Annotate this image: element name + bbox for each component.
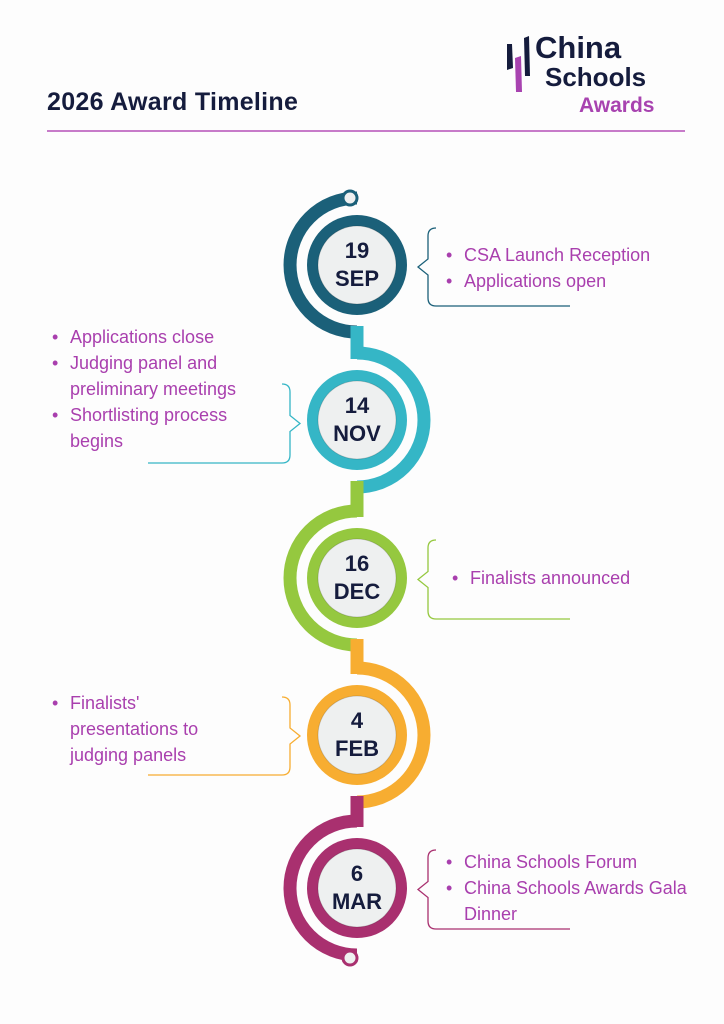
- logo-word-awards: Awards: [579, 94, 655, 117]
- date-day: 16: [344, 551, 370, 576]
- note-item: China Schools Awards Gala Dinner: [444, 875, 694, 927]
- title-divider: [47, 130, 685, 132]
- date-day: 19: [344, 238, 370, 263]
- date-month: SEP: [334, 266, 380, 291]
- notes-bracket: [148, 696, 302, 776]
- timeline-start-dot: [341, 189, 359, 207]
- event-notes: Finalists' presentations to judging pane…: [50, 690, 250, 768]
- date-day: 4: [350, 708, 364, 733]
- date-day: 6: [350, 861, 364, 886]
- notes-bracket: [416, 539, 570, 620]
- china-schools-awards-logo: China Schools Awards: [505, 32, 675, 122]
- date-day: 14: [344, 393, 370, 418]
- logo-word-china: China: [535, 30, 622, 65]
- date-circle: [317, 380, 397, 460]
- event-notes: CSA Launch Reception Applications open: [444, 242, 704, 294]
- note-item: China Schools Forum: [444, 849, 694, 875]
- event-notes: Applications close Judging panel and pre…: [50, 324, 280, 454]
- timeline-arc: [356, 661, 431, 809]
- date-month: MAR: [331, 889, 383, 914]
- date-month: NOV: [333, 421, 381, 446]
- date-circle: [317, 538, 397, 618]
- logo-bars-icon: [507, 36, 530, 92]
- timeline-arc: [283, 191, 358, 339]
- page-title: 2026 Award Timeline: [47, 88, 299, 116]
- date-circle: [317, 848, 397, 928]
- date-month: FEB: [335, 736, 379, 761]
- note-item: CSA Launch Reception: [444, 242, 704, 268]
- notes-bracket: [148, 383, 302, 464]
- timeline-arc: [283, 814, 358, 962]
- event-notes: China Schools Forum China Schools Awards…: [444, 849, 694, 927]
- timeline-arc: [283, 504, 358, 652]
- date-month: DEC: [333, 579, 381, 604]
- date-circle: [317, 225, 397, 305]
- notes-bracket: [416, 227, 570, 307]
- note-item: Finalists announced: [450, 565, 700, 591]
- logo-word-schools: Schools: [545, 62, 647, 92]
- date-circle: [317, 695, 397, 775]
- note-item: Applications close: [50, 324, 280, 350]
- note-item: Shortlisting process begins: [50, 402, 280, 454]
- note-item: Judging panel and preliminary meetings: [50, 350, 280, 402]
- timeline-end-dot: [341, 949, 359, 967]
- timeline-arc: [356, 346, 431, 494]
- note-item: Applications open: [444, 268, 704, 294]
- note-item: Finalists' presentations to judging pane…: [50, 690, 250, 768]
- event-notes: Finalists announced: [450, 565, 700, 591]
- notes-bracket: [416, 849, 570, 930]
